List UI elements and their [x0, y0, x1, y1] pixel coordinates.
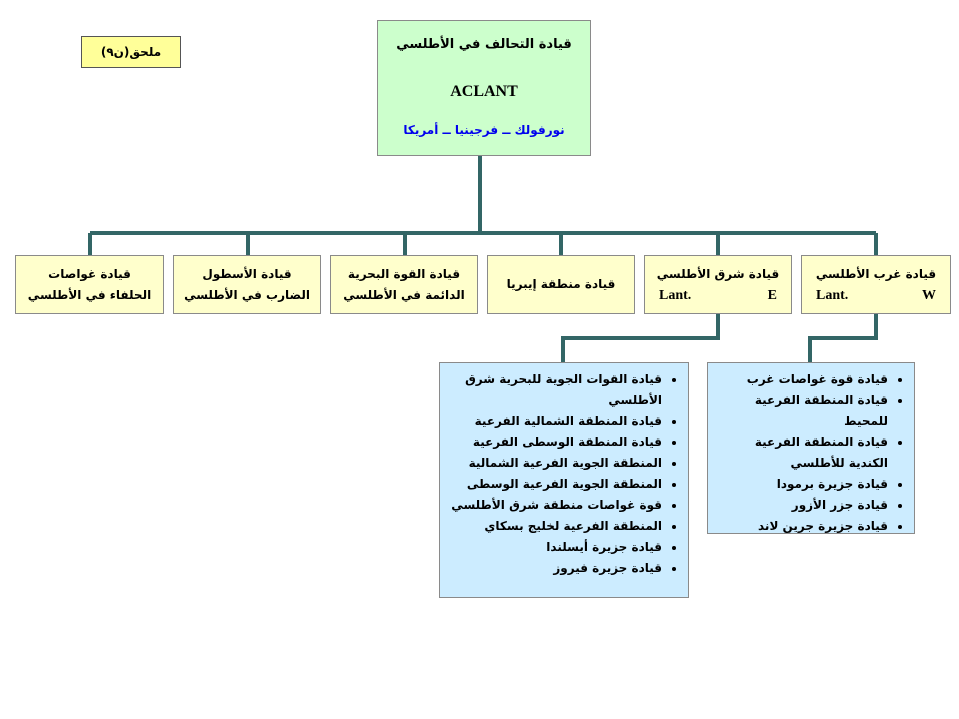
node-striking-fleet: قيادة الأسطول الضارب في الأطلسي [173, 255, 321, 314]
list-item: قيادة جزيرة أيسلندا [448, 537, 662, 558]
root-code: ACLANT [450, 83, 518, 100]
root-title: قيادة التحالف في الأطلسي [396, 37, 572, 52]
node-standing-naval-force: قيادة القوة البحرية الدائمة في الأطلسي [330, 255, 478, 314]
node-title-line2: الضارب في الأطلسي [184, 287, 310, 302]
west-subcommand-list: قيادة قوة غواصات غرب قيادة المنطقة الفرع… [707, 362, 915, 534]
node-title-line1: قيادة غواصات [48, 266, 131, 281]
node-title: قيادة منطقة إيبريا [506, 277, 616, 291]
list-item: قيادة المنطقة الفرعية للمحيط [716, 390, 888, 432]
node-code: Lant. W [802, 285, 950, 306]
node-title-line1: قيادة الأسطول [202, 266, 292, 281]
node-east-atlantic: قيادة شرق الأطلسي Lant. E [644, 255, 792, 314]
node-code-right: E [767, 287, 777, 303]
root-location: نورفولك ــ فرجينيا ــ أمريكا [403, 123, 565, 137]
list-item: قيادة جزيرة فيروز [448, 558, 662, 579]
list-item: قوة غواصات منطقة شرق الأطلسي [448, 495, 662, 516]
node-iberia: قيادة منطقة إيبريا [487, 255, 635, 314]
node-title: قيادة شرق الأطلسي [656, 266, 780, 281]
node-code: Lant. E [645, 285, 791, 306]
list-item: المنطقة الجوية الفرعية الوسطى [448, 474, 662, 495]
node-title-line2: الدائمة في الأطلسي [343, 287, 465, 302]
node-code-left: Lant. [816, 287, 849, 303]
list-item: قيادة القوات الجوية للبحرية شرق الأطلسي [448, 369, 662, 411]
list-item: المنطقة الفرعية لخليج بسكاي [448, 516, 662, 537]
list-item: قيادة المنطقة الفرعية الكندية للأطلسي [716, 432, 888, 474]
list-item: قيادة المنطقة الشمالية الفرعية [448, 411, 662, 432]
list-item: قيادة جزيرة برمودا [716, 474, 888, 495]
node-code-right: W [922, 287, 936, 303]
east-subcommand-list: قيادة القوات الجوية للبحرية شرق الأطلسي … [439, 362, 689, 598]
list-item: قيادة قوة غواصات غرب [716, 369, 888, 390]
node-west-atlantic: قيادة غرب الأطلسي Lant. W [801, 255, 951, 314]
node-title-line2: الحلفاء في الأطلسي [27, 287, 152, 302]
list-item: قيادة جزيرة جرين لاند [716, 516, 888, 537]
appendix-label: ملحق(ن٩) [81, 36, 181, 68]
root-node-aclant: قيادة التحالف في الأطلسي ACLANT نورفولك … [377, 20, 591, 156]
node-submarines: قيادة غواصات الحلفاء في الأطلسي [15, 255, 164, 314]
list-item: قيادة جزر الأزور [716, 495, 888, 516]
connector-east-sub [561, 314, 720, 362]
node-title-line1: قيادة القوة البحرية [347, 266, 461, 281]
node-title: قيادة غرب الأطلسي [815, 266, 937, 281]
node-code-left: Lant. [659, 287, 692, 303]
list-item: قيادة المنطقة الوسطى الفرعية [448, 432, 662, 453]
connector-west-sub [808, 314, 878, 362]
list-item: المنطقة الجوية الفرعية الشمالية [448, 453, 662, 474]
